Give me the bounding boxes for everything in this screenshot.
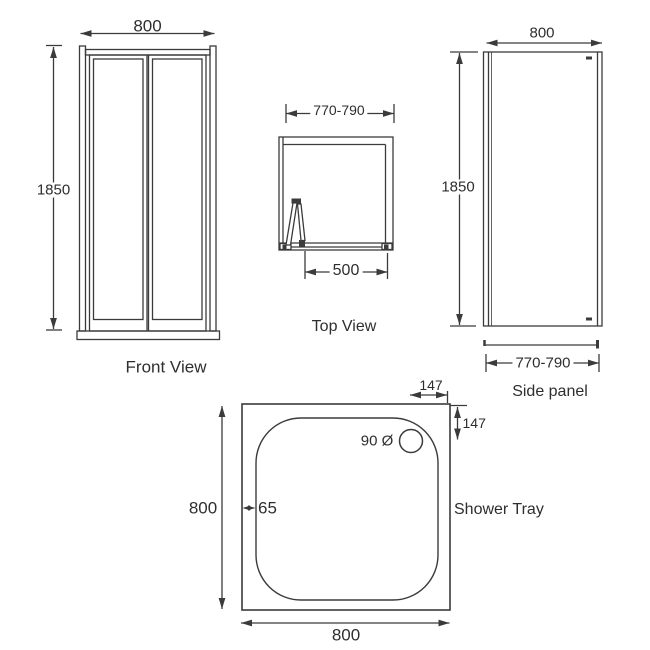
shower-tray-drawing	[218, 391, 467, 627]
shower-tray-label: Shower Tray	[454, 501, 544, 518]
tray-width-dimension: 800	[331, 625, 361, 645]
side-panel-label: Side panel	[512, 383, 588, 400]
tray-waste-offset-right-dimension: 147	[462, 415, 486, 431]
side-panel-width-dimension: 800	[529, 24, 555, 42]
front-view-drawing	[46, 30, 221, 341]
top-view-drawing	[278, 104, 395, 279]
side-panel-adjustment-dimension: 770-790	[512, 355, 574, 371]
tray-depth-dimension: 800	[188, 498, 218, 518]
tray-rim-width-dimension: 65	[257, 498, 278, 518]
top-view-opening-dimension: 500	[329, 263, 363, 279]
top-view-width-range-dimension: 770-790	[310, 103, 368, 117]
front-view-width-dimension: 800	[133, 16, 162, 36]
waste-drain-circle	[398, 428, 424, 454]
front-view-height-dimension: 1850	[33, 182, 74, 198]
tray-waste-offset-top-dimension: 147	[419, 377, 443, 393]
side-panel-height-dimension: 1850	[438, 179, 478, 195]
folded-door-symbol	[285, 198, 306, 248]
side-panel-drawing	[450, 39, 603, 372]
tray-waste-diameter-dimension: 90 Ø	[360, 432, 394, 450]
top-view-label: Top View	[311, 318, 377, 335]
front-view-label: Front View	[125, 357, 207, 377]
